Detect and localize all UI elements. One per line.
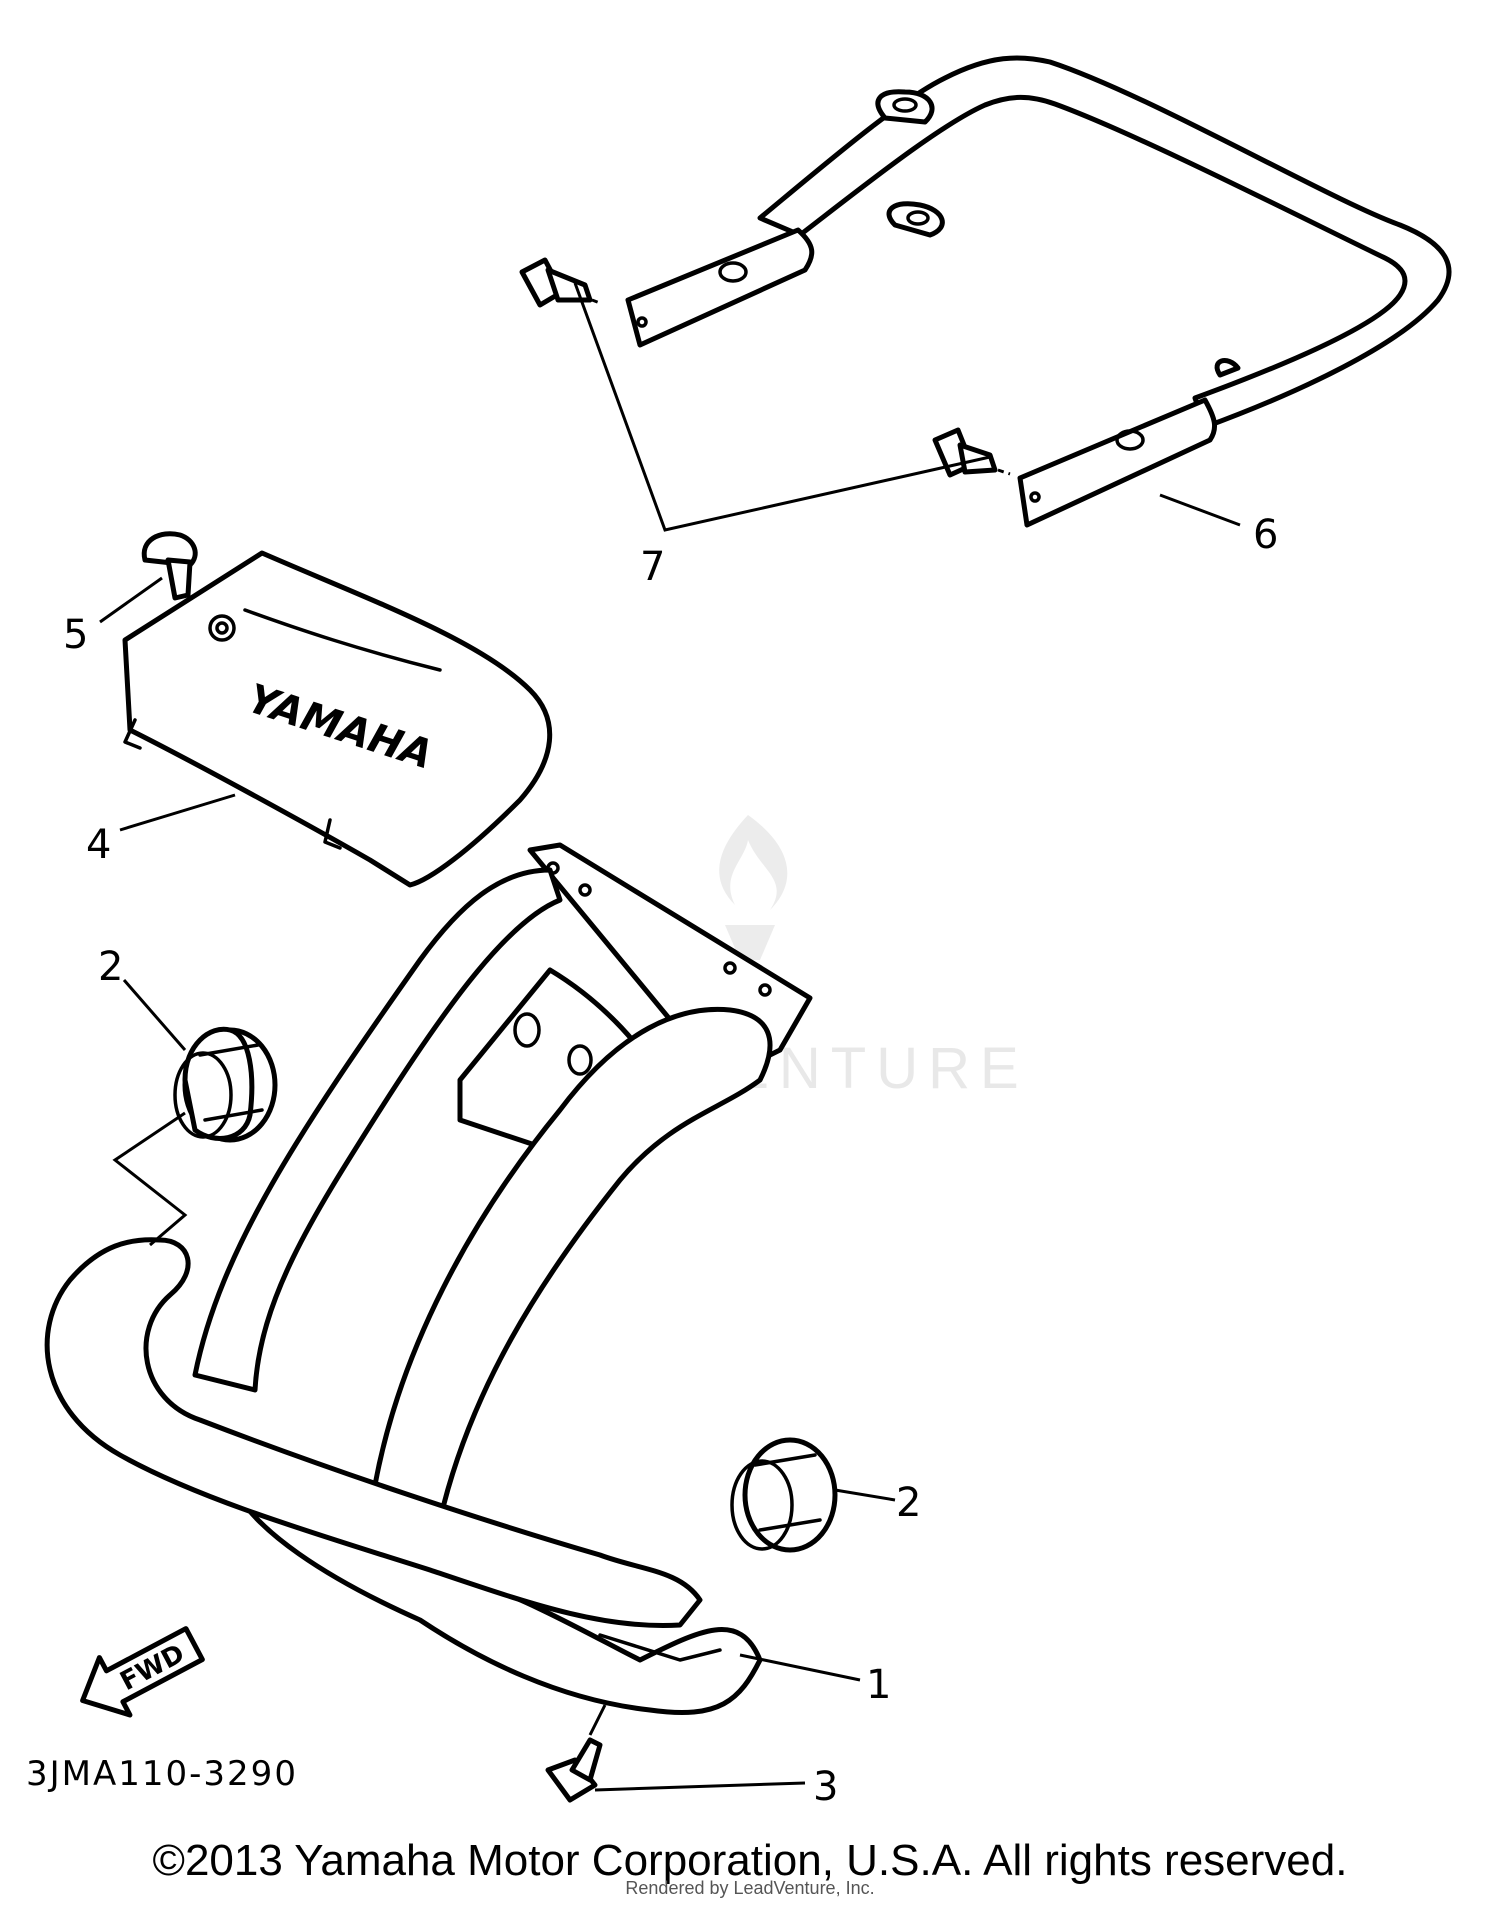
callout-2-upper: 2 bbox=[98, 944, 123, 990]
part-6-grab-bar bbox=[625, 55, 1452, 528]
callout-5: 5 bbox=[63, 612, 88, 658]
part-2-damper-upper bbox=[173, 1026, 278, 1143]
part-4-cover: YAMAHA bbox=[122, 550, 553, 888]
copyright-notice: ©2013 Yamaha Motor Corporation, U.S.A. A… bbox=[152, 1836, 1348, 1885]
part-5-screw bbox=[141, 531, 198, 601]
part-2-damper-lower bbox=[730, 1437, 838, 1553]
drawing-code: 3JMA110-3290 bbox=[26, 1754, 298, 1794]
callout-7: 7 bbox=[640, 544, 665, 590]
callout-4: 4 bbox=[86, 822, 111, 868]
callout-1: 1 bbox=[866, 1662, 891, 1708]
fwd-arrow-icon: FWD bbox=[80, 1626, 205, 1718]
callout-3: 3 bbox=[813, 1764, 838, 1810]
rendered-by-note: Rendered by LeadVenture, Inc. bbox=[625, 1878, 875, 1898]
part-3-bolt bbox=[545, 1737, 603, 1803]
callout-2-lower: 2 bbox=[896, 1480, 921, 1526]
callout-6: 6 bbox=[1253, 512, 1278, 558]
part-7-bolt-upper bbox=[519, 257, 601, 308]
part-1-front-guard bbox=[44, 842, 813, 1716]
leader-lines bbox=[99, 282, 1241, 1792]
